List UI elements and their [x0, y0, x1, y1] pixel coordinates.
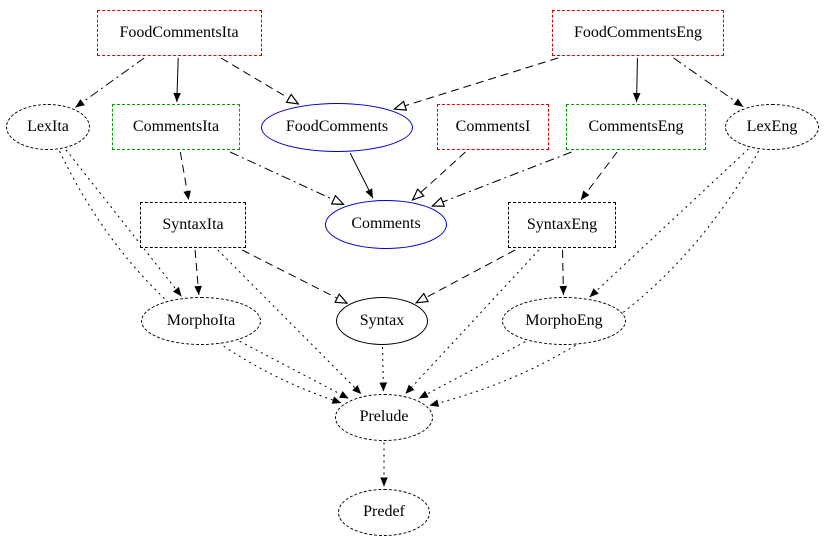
- node-commentsita: CommentsIta: [112, 104, 240, 150]
- edge-syntaxita-syntax: [241, 249, 347, 303]
- edge-foodcommentseng-commentseng: [632, 57, 641, 103]
- edge-morphoita-prelude: [239, 340, 350, 399]
- edge-syntax-prelude: [379, 346, 388, 392]
- node-morphoeng: MorphoEng: [502, 297, 626, 345]
- edge-commentseng-comments: [432, 151, 572, 206]
- node-comments: Comments: [325, 199, 447, 249]
- node-label-foodcomments: FoodComments: [285, 118, 389, 135]
- node-label-commentsi: CommentsI: [455, 118, 531, 135]
- edge-lexita-prelude: [59, 150, 342, 404]
- edge-commentseng-syntaxeng: [580, 151, 618, 201]
- edge-lexita-morphoita: [65, 149, 182, 297]
- node-label-lexita: LexIta: [27, 118, 69, 135]
- edge-syntaxeng-syntax: [416, 249, 516, 303]
- edge-foodcommentseng-lexeng: [673, 57, 744, 108]
- node-lexeng: LexEng: [725, 104, 819, 150]
- node-label-morphoita: MorphoIta: [166, 312, 236, 329]
- edge-syntaxita-morphoita: [194, 249, 202, 296]
- node-label-syntaxita: SyntaxIta: [162, 216, 224, 233]
- edge-foodcommentsita-lexita: [75, 57, 145, 108]
- node-foodcomments: FoodComments: [261, 102, 413, 152]
- node-syntaxita: SyntaxIta: [140, 202, 246, 248]
- edge-syntaxeng-morphoeng: [559, 249, 568, 296]
- node-label-commentseng: CommentsEng: [588, 118, 684, 135]
- edge-commentsita-syntaxita: [179, 151, 191, 201]
- node-label-comments: Comments: [351, 215, 421, 232]
- node-syntaxeng: SyntaxEng: [508, 202, 616, 248]
- node-morphoita: MorphoIta: [141, 297, 261, 345]
- node-predef: Predef: [338, 488, 430, 536]
- edge-syntaxeng-prelude: [405, 249, 540, 395]
- node-prelude: Prelude: [335, 393, 433, 441]
- edge-commentsi-comments: [413, 151, 466, 200]
- node-label-lexeng: LexEng: [746, 118, 798, 135]
- edge-foodcommentsita-commentsita: [173, 57, 181, 103]
- edge-morphoeng-prelude: [418, 341, 526, 399]
- edge-lexeng-morphoeng: [589, 148, 749, 298]
- node-label-morphoeng: MorphoEng: [525, 312, 603, 329]
- edge-foodcommentseng-foodcomments: [394, 57, 559, 109]
- node-syntax: Syntax: [336, 297, 428, 345]
- edge-foodcommentsita-foodcomments: [220, 57, 298, 104]
- node-commentsi: CommentsI: [437, 104, 549, 150]
- node-lexita: LexIta: [6, 104, 90, 150]
- node-label-commentsita: CommentsIta: [132, 118, 220, 135]
- node-commentseng: CommentsEng: [566, 104, 706, 150]
- edge-commentsita-comments: [229, 151, 343, 204]
- node-label-foodcommentseng: FoodCommentsEng: [573, 24, 702, 41]
- node-foodcommentseng: FoodCommentsEng: [552, 10, 724, 56]
- node-foodcommentsita: FoodCommentsIta: [96, 10, 262, 56]
- edge-syntaxita-prelude: [217, 249, 362, 395]
- node-label-predef: Predef: [363, 503, 405, 520]
- node-label-prelude: Prelude: [359, 408, 409, 425]
- node-label-foodcommentsita: FoodCommentsIta: [119, 24, 239, 41]
- node-label-syntaxeng: SyntaxEng: [526, 216, 598, 233]
- node-label-syntax: Syntax: [359, 312, 405, 329]
- edge-lexeng-prelude: [429, 150, 760, 407]
- edge-foodcomments-comments: [349, 152, 374, 199]
